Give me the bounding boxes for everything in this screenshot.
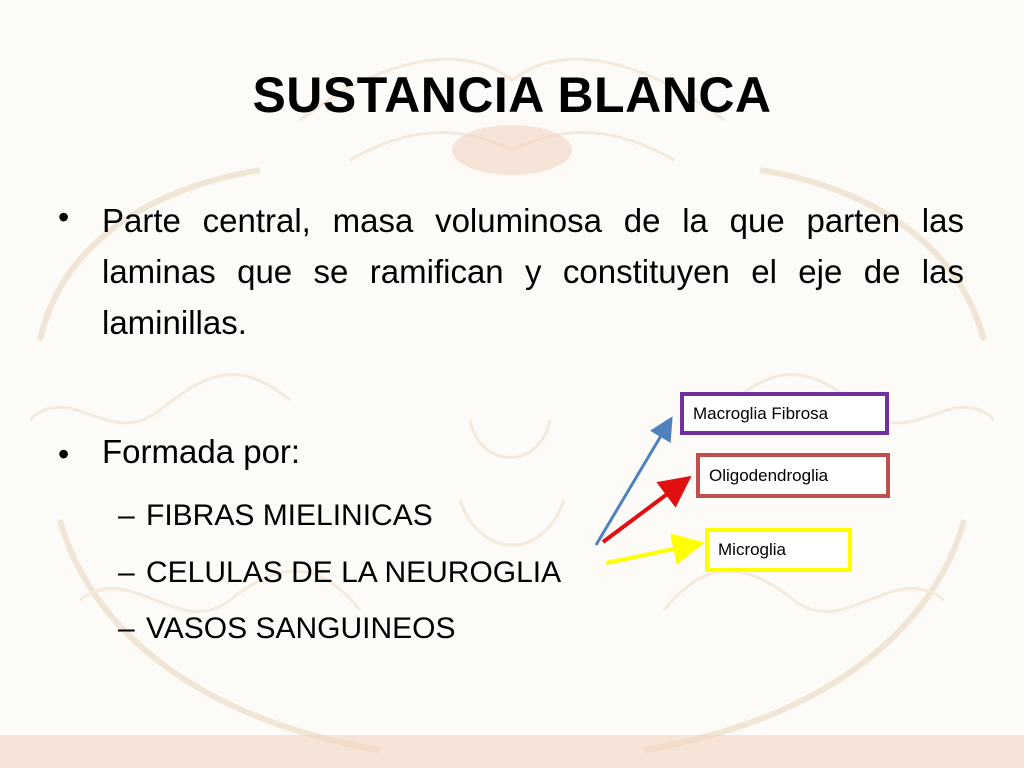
bullet-marker: • [58, 436, 70, 472]
subitem-text: CELULAS DE LA NEUROGLIA [146, 556, 562, 589]
bullet-marker: • [58, 199, 70, 235]
macroglia-box: Macroglia Fibrosa [680, 392, 889, 435]
dash-marker: – [118, 499, 135, 532]
subitem-text: VASOS SANGUINEOS [146, 612, 456, 645]
subitem-text: FIBRAS MIELINICAS [146, 499, 433, 532]
dash-marker: – [118, 556, 135, 589]
microglia-box: Microglia [705, 528, 852, 572]
subitem-vasos: –VASOS SANGUINEOS [118, 612, 456, 646]
subitem-celulas: –CELULAS DE LA NEUROGLIA [118, 556, 561, 590]
macroglia-label: Macroglia Fibrosa [693, 403, 829, 423]
oligodendroglia-box: Oligodendroglia [696, 453, 890, 498]
slide-title: SUSTANCIA BLANCA [252, 67, 772, 123]
subitem-fibras: –FIBRAS MIELINICAS [118, 499, 433, 533]
bullet-2-text: Formada por: [102, 433, 301, 470]
microglia-label: Microglia [718, 540, 787, 559]
bullet-1-text: Parte central, masa voluminosa de la que… [102, 202, 964, 341]
oligodendroglia-label: Oligodendroglia [709, 465, 829, 485]
dash-marker: – [118, 612, 135, 645]
